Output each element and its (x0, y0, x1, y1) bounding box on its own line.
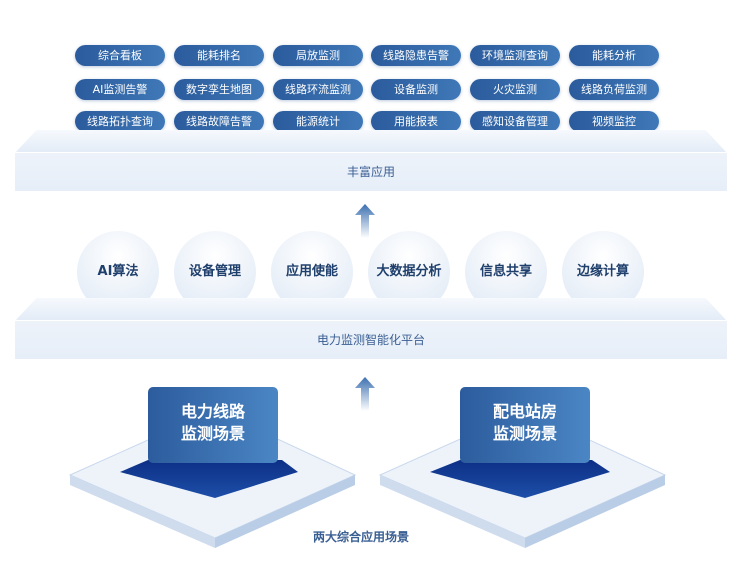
application-layer-label: 丰富应用 (15, 152, 727, 191)
app-pill[interactable]: 线路故障告警 (174, 111, 264, 132)
app-pill[interactable]: 环境监测查询 (470, 45, 560, 66)
app-pill[interactable]: 感知设备管理 (470, 111, 560, 132)
app-pill[interactable]: AI监测告警 (75, 79, 165, 100)
app-pill[interactable]: 数字孪生地图 (174, 79, 264, 100)
arrow-up-icon (355, 204, 375, 238)
app-pill[interactable]: 用能报表 (371, 111, 461, 132)
scene-title: 电力线路 (180, 402, 245, 421)
scene-subtitle: 监测场景 (492, 424, 557, 443)
app-pill[interactable]: 线路负荷监测 (569, 79, 659, 100)
app-pill[interactable]: 视频监控 (569, 111, 659, 132)
scene-power-line: 电力线路监测场景 (148, 387, 278, 463)
platform-layer-label: 电力监测智能化平台 (15, 320, 727, 359)
arrow-up-icon (355, 377, 375, 411)
app-pill[interactable]: 线路隐患告警 (371, 45, 461, 66)
app-pill[interactable]: 设备监测 (371, 79, 461, 100)
app-pill[interactable]: 线路环流监测 (273, 79, 363, 100)
app-pill[interactable]: 局放监测 (273, 45, 363, 66)
scene-subtitle: 监测场景 (180, 424, 245, 443)
scene-bases (68, 409, 667, 548)
app-pill[interactable]: 能源统计 (273, 111, 363, 132)
application-platform-top (15, 130, 727, 153)
app-pill[interactable]: 综合看板 (75, 45, 165, 66)
scenes-layer-label: 两大综合应用场景 (313, 530, 410, 544)
platform-top (15, 298, 727, 321)
app-pill[interactable]: 能耗分析 (569, 45, 659, 66)
scene-title: 配电站房 (492, 402, 557, 421)
app-pill[interactable]: 线路拓扑查询 (75, 111, 165, 132)
app-pill[interactable]: 火灾监测 (470, 79, 560, 100)
scene-base-left (68, 409, 357, 548)
scene-base-right (378, 409, 667, 548)
scene-distribution-room: 配电站房监测场景 (460, 387, 590, 463)
app-pill[interactable]: 能耗排名 (174, 45, 264, 66)
